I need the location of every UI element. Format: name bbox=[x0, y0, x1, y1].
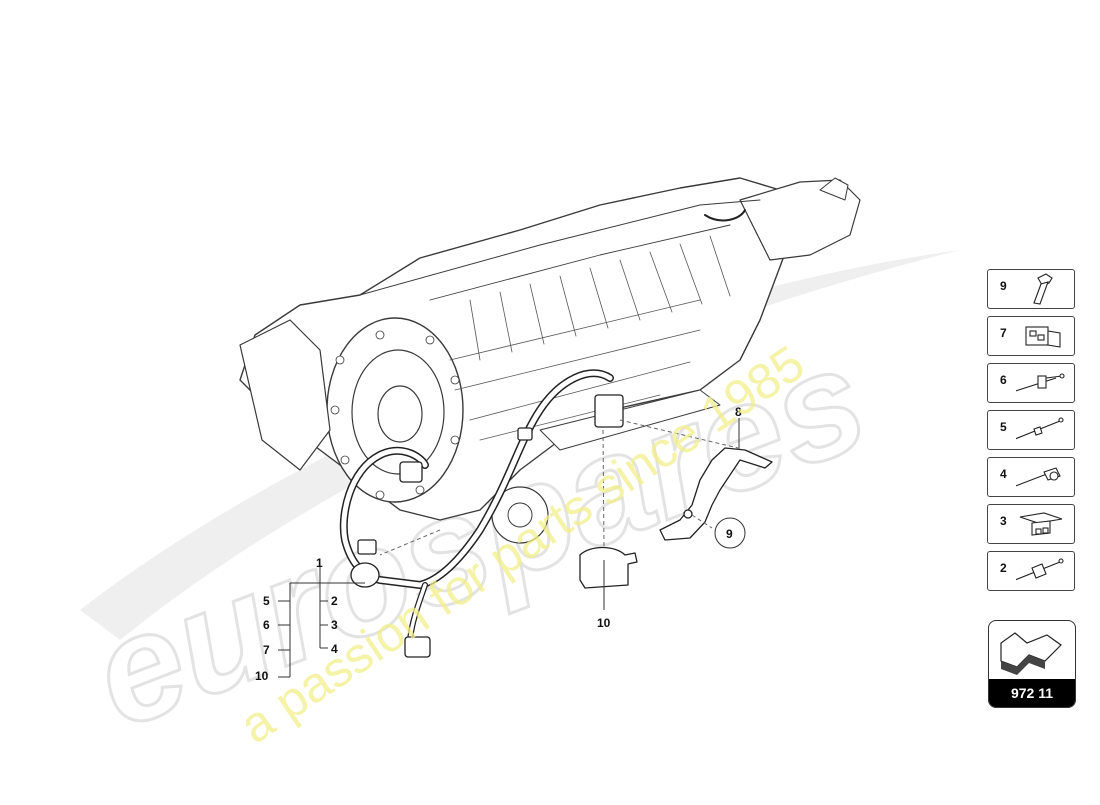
thumb-number: 6 bbox=[1000, 373, 1007, 387]
thumb-number: 5 bbox=[1000, 420, 1007, 434]
thumb-number: 4 bbox=[1000, 467, 1007, 481]
callout-5: 5 bbox=[263, 594, 270, 608]
arrow-icon bbox=[1000, 632, 1062, 675]
callout-1: 1 bbox=[316, 556, 323, 570]
thumb-part-9[interactable]: 9 bbox=[987, 269, 1075, 309]
thumb-number: 3 bbox=[1000, 514, 1007, 528]
callout-7: 7 bbox=[263, 643, 270, 657]
connector-clip-icon bbox=[1025, 326, 1061, 348]
wiring-harness bbox=[339, 209, 746, 643]
callout-6: 6 bbox=[263, 618, 270, 632]
thumb-number: 9 bbox=[1000, 279, 1007, 293]
thumb-number: 7 bbox=[1000, 326, 1007, 340]
callout-10: 10 bbox=[597, 616, 611, 630]
dashed-reference-lines bbox=[379, 419, 739, 556]
thumb-number: 2 bbox=[1000, 561, 1007, 575]
callout-10-left: 10 bbox=[255, 669, 269, 683]
thumb-part-7[interactable]: 7 bbox=[987, 316, 1075, 356]
thumb-part-6[interactable]: 6 bbox=[987, 363, 1075, 403]
harness-connectors bbox=[350, 394, 624, 658]
cable-tie-clip-icon bbox=[1016, 467, 1061, 487]
callout-3: 3 bbox=[331, 618, 338, 632]
cable-tie-clip-icon bbox=[1016, 373, 1065, 392]
clip-part-10 bbox=[579, 546, 638, 589]
page-nav-card[interactable]: 972 11 bbox=[988, 620, 1076, 708]
bracket-part-8 bbox=[659, 447, 773, 541]
thumb-part-3[interactable]: 3 bbox=[987, 504, 1075, 544]
callout-2: 2 bbox=[331, 594, 338, 608]
thumb-part-2[interactable]: 2 bbox=[987, 551, 1075, 591]
callout-8: 8 bbox=[735, 405, 742, 419]
thumb-part-5[interactable]: 5 bbox=[987, 410, 1075, 450]
transmission-drawing bbox=[239, 177, 861, 544]
cable-tie-icon bbox=[1016, 558, 1064, 581]
callout-9: 9 bbox=[726, 527, 733, 541]
callout-labels: 1 2 3 4 5 6 7 10 8 9 10 bbox=[255, 405, 746, 683]
page-code: 972 11 bbox=[989, 679, 1075, 707]
bracket-clip-icon bbox=[1019, 512, 1063, 536]
callout-leaders bbox=[278, 418, 740, 678]
cable-tie-icon bbox=[1016, 417, 1064, 440]
thumb-part-4[interactable]: 4 bbox=[987, 457, 1075, 497]
callout-9-circle bbox=[714, 517, 746, 549]
bolt-icon bbox=[1033, 273, 1053, 305]
callout-4: 4 bbox=[331, 642, 338, 656]
